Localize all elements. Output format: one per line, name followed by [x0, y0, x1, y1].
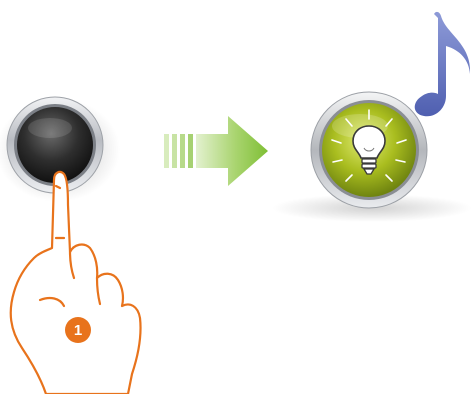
music-note-icon — [414, 11, 471, 117]
arrow-right-icon — [164, 116, 268, 186]
push-button-icon — [0, 96, 120, 202]
step-number: 1 — [74, 322, 82, 339]
lightbulb-lamp-icon — [272, 91, 472, 222]
finger-press-icon — [9, 170, 142, 394]
step-badge: 1 — [65, 317, 91, 343]
